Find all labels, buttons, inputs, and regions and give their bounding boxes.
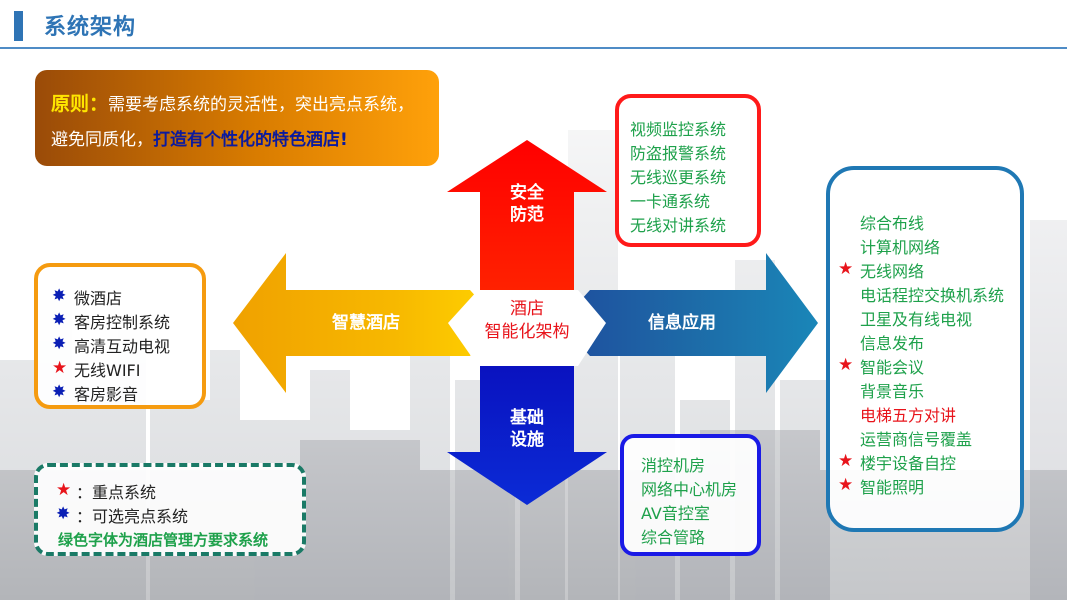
smart-hotel-item: 客房控制系统 <box>74 313 171 332</box>
info-systems-box: 综合布线 计算机网络 ★ 无线网络 电话程控交换机系统 卫星及有线电视 信息发布… <box>826 166 1024 532</box>
header-divider <box>0 47 1067 49</box>
down-arrow-label-line1: 基础 <box>510 408 544 428</box>
red-star-icon: ★ <box>838 355 854 375</box>
security-item: 一卡通系统 <box>630 192 711 211</box>
header-accent-bar <box>14 11 23 41</box>
info-item: 智能照明 <box>860 478 925 497</box>
smart-hotel-item: 微酒店 <box>74 289 123 308</box>
security-item: 无线对讲系统 <box>630 216 727 235</box>
blue-star-icon: ✸ <box>52 310 67 330</box>
right-arrow <box>560 253 818 393</box>
smart-hotel-systems-box: ✸ 微酒店 ✸ 客房控制系统 ✸ 高清互动电视 ★ 无线WIFI ✸ 客房影音 <box>34 263 206 409</box>
down-arrow <box>447 320 607 505</box>
infrastructure-item: 综合管路 <box>641 528 706 547</box>
info-item: 背景音乐 <box>860 382 925 401</box>
left-arrow <box>233 253 500 393</box>
blue-star-icon: ✸ <box>52 382 67 402</box>
center-label: 酒店 智能化架构 <box>467 298 587 344</box>
info-item: 信息发布 <box>860 334 925 353</box>
red-star-icon: ★ <box>838 475 854 495</box>
left-arrow-label: 智慧酒店 <box>332 313 400 333</box>
infrastructure-item: 网络中心机房 <box>641 480 738 499</box>
principle-highlight: 打造有个性化的特色酒店! <box>153 130 348 150</box>
legend-optional-label: ：可选亮点系统 <box>76 507 189 526</box>
page-title: 系统架构 <box>44 15 137 40</box>
info-item: 电梯五方对讲 <box>860 406 957 425</box>
info-item: 无线网络 <box>860 262 925 281</box>
principle-label: 原则： <box>51 93 109 115</box>
down-arrow-label-line2: 设施 <box>510 430 544 450</box>
infrastructure-item: AV音控室 <box>641 504 710 523</box>
principle-text: 需要考虑系统的灵活性，突出亮点系统，避免同质化， <box>51 95 415 150</box>
infrastructure-systems-box: 消控机房 网络中心机房 AV音控室 综合管路 <box>620 434 761 556</box>
down-arrow-label: 基础 设施 <box>497 407 557 451</box>
right-arrow-label: 信息应用 <box>648 313 716 333</box>
security-item: 无线巡更系统 <box>630 168 727 187</box>
up-arrow-label-line2: 防范 <box>510 205 544 225</box>
blue-star-icon: ✸ <box>56 504 71 524</box>
info-item: 卫星及有线电视 <box>860 310 973 329</box>
center-label-line2: 智能化架构 <box>484 322 570 342</box>
center-hexagon <box>448 290 606 366</box>
smart-hotel-item: 高清互动电视 <box>74 337 171 356</box>
info-item: 运营商信号覆盖 <box>860 430 973 449</box>
red-star-icon: ★ <box>838 451 854 471</box>
infrastructure-item: 消控机房 <box>641 456 706 475</box>
info-item: 计算机网络 <box>860 238 941 257</box>
info-item: 智能会议 <box>860 358 925 377</box>
legend-note: 绿色字体为酒店管理方要求系统 <box>58 531 269 549</box>
security-item: 视频监控系统 <box>630 120 727 139</box>
security-systems-box: 视频监控系统 防盗报警系统 无线巡更系统 一卡通系统 无线对讲系统 <box>615 94 761 247</box>
info-item: 综合布线 <box>860 214 925 233</box>
security-item: 防盗报警系统 <box>630 144 727 163</box>
up-arrow-label-line1: 安全 <box>510 183 544 203</box>
info-item: 电话程控交换机系统 <box>860 286 1005 305</box>
principle-box: 原则：需要考虑系统的灵活性，突出亮点系统，避免同质化，打造有个性化的特色酒店! <box>35 70 439 166</box>
red-star-icon: ★ <box>52 358 68 378</box>
smart-hotel-item: 客房影音 <box>74 385 139 404</box>
info-item: 楼宇设备自控 <box>860 454 957 473</box>
up-arrow-label: 安全 防范 <box>497 182 557 226</box>
red-star-icon: ★ <box>56 480 72 500</box>
legend-key-label: ：重点系统 <box>76 483 157 502</box>
smart-hotel-item: 无线WIFI <box>74 361 141 380</box>
blue-star-icon: ✸ <box>52 334 67 354</box>
center-label-line1: 酒店 <box>510 299 544 319</box>
blue-star-icon: ✸ <box>52 286 67 306</box>
up-arrow <box>447 140 607 330</box>
legend-box: ★ ：重点系统 ✸ ：可选亮点系统 绿色字体为酒店管理方要求系统 <box>34 463 306 556</box>
red-star-icon: ★ <box>838 259 854 279</box>
